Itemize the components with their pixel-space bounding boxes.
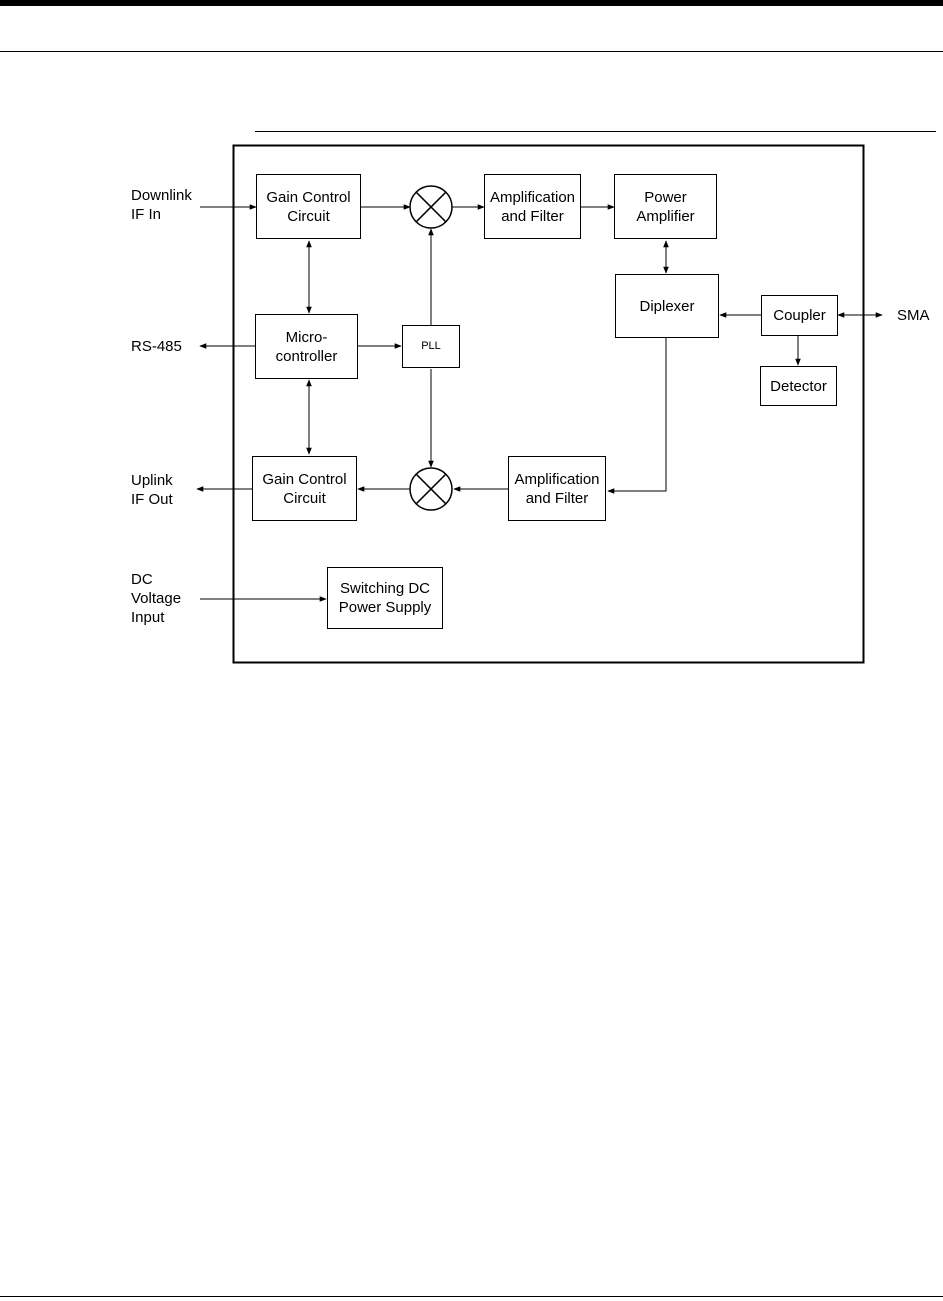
- mixer-top: [410, 186, 452, 228]
- label-downlink-if-in: Downlink IF In: [131, 186, 192, 224]
- amplification-filter-top: Amplification and Filter: [484, 174, 581, 239]
- mixer-bottom: [410, 468, 452, 510]
- power-amplifier: Power Amplifier: [614, 174, 717, 239]
- label-rs-485: RS-485: [131, 337, 182, 356]
- amplification-filter-bottom: Amplification and Filter: [508, 456, 606, 521]
- label-sma: SMA: [897, 306, 930, 325]
- pll: PLL: [402, 325, 460, 368]
- detector: Detector: [760, 366, 837, 406]
- microcontroller: Micro- controller: [255, 314, 358, 379]
- switching-dc-power-supply: Switching DC Power Supply: [327, 567, 443, 629]
- label-dc-voltage-input: DC Voltage Input: [131, 570, 181, 627]
- gain-control-circuit-top: Gain Control Circuit: [256, 174, 361, 239]
- arrow-diplexer-to-amp-bottom: [608, 338, 666, 491]
- gain-control-circuit-bottom: Gain Control Circuit: [252, 456, 357, 521]
- label-uplink-if-out: Uplink IF Out: [131, 471, 173, 509]
- coupler: Coupler: [761, 295, 838, 336]
- diplexer: Diplexer: [615, 274, 719, 338]
